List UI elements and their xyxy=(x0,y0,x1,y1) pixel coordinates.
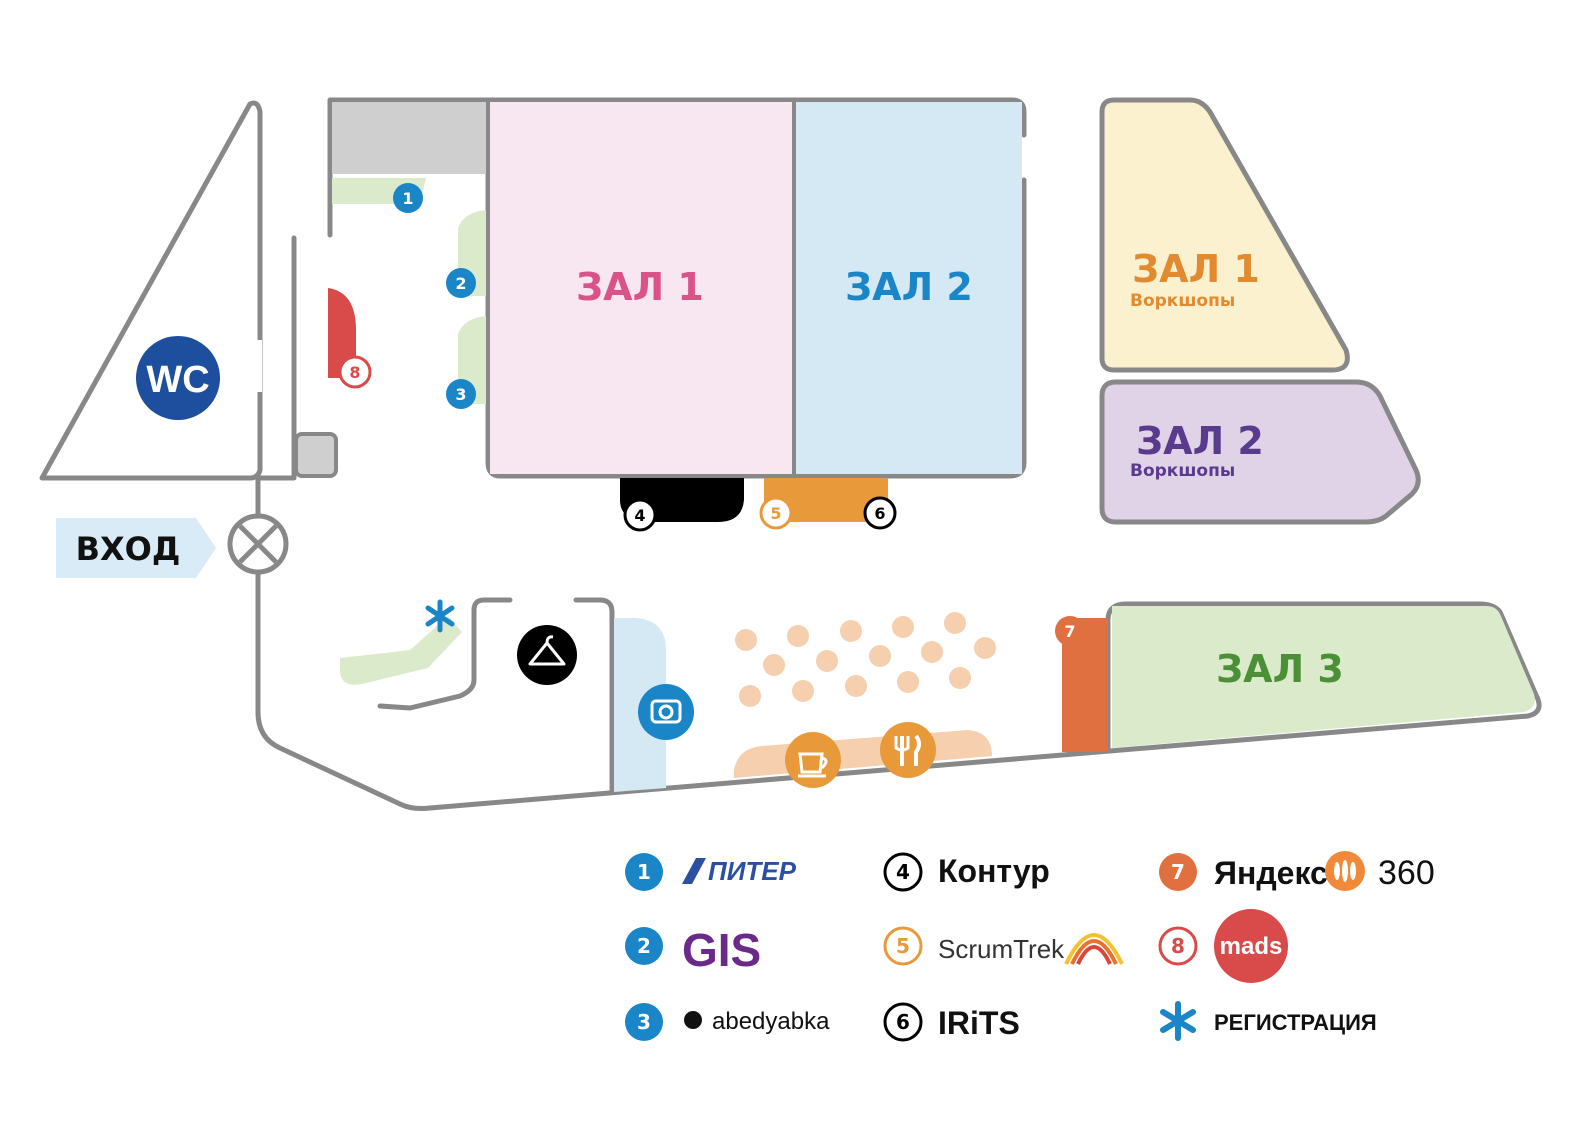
svg-text:4: 4 xyxy=(634,506,645,525)
service-room-small xyxy=(294,432,338,478)
mads-logo-icon xyxy=(1214,909,1288,983)
wardrobe-hanger-icon xyxy=(517,625,577,685)
legend-name-3: abedyabka xyxy=(712,1008,830,1035)
svg-text:1: 1 xyxy=(402,189,413,208)
legend-name-registration: РЕГИСТРАЦИЯ xyxy=(1214,1010,1377,1035)
legend-item-2: 2 GIS xyxy=(625,924,761,976)
legend-name-6: IRiTS xyxy=(938,1005,1020,1041)
svg-text:3: 3 xyxy=(455,385,466,404)
svg-text:1: 1 xyxy=(637,860,651,884)
legend-item-6: 6 IRiTS xyxy=(883,1002,1020,1042)
scrumtrek-rainbow-icon xyxy=(1064,933,1124,965)
legend-item-8: 8 mads xyxy=(1158,909,1288,983)
hall1-area xyxy=(490,102,792,474)
legend-name-2: GIS xyxy=(682,924,761,976)
legend-item-3: 3 abedyabka xyxy=(625,1003,830,1041)
svg-text:6: 6 xyxy=(896,1010,910,1034)
food-fork-knife-icon xyxy=(880,722,936,778)
legend-name-1: ПИТЕР xyxy=(708,856,797,886)
legend-name-4: Контур xyxy=(938,853,1050,889)
hall3-area xyxy=(1112,606,1535,748)
svg-text:8: 8 xyxy=(1171,934,1185,958)
marker-1: 1 xyxy=(393,183,423,213)
seating-area xyxy=(735,612,996,707)
workshop1-sublabel: Воркшопы xyxy=(1130,291,1235,311)
legend-item-7: 7 Яндекс 360 xyxy=(1159,851,1435,892)
svg-text:4: 4 xyxy=(896,860,910,884)
svg-text:3: 3 xyxy=(637,1010,651,1034)
workshop1-area xyxy=(1099,97,1350,373)
svg-text:7: 7 xyxy=(1171,860,1185,884)
workshop1-label: ЗАЛ 1 xyxy=(1132,247,1260,291)
marker-4: 4 xyxy=(623,498,657,532)
camera-icon xyxy=(638,684,694,740)
registration-desk xyxy=(340,616,462,685)
marker-6: 6 xyxy=(863,496,897,530)
hall2-label: ЗАЛ 2 xyxy=(845,265,973,309)
marker-5: 5 xyxy=(759,496,793,530)
entrance-label: ВХОД xyxy=(76,530,181,568)
legend-suffix-7: 360 xyxy=(1378,854,1435,892)
piter-logo-icon xyxy=(682,858,706,884)
abedyabka-logo-icon xyxy=(684,1011,702,1029)
registration-legend-asterisk-icon xyxy=(1160,1001,1196,1041)
svg-text:5: 5 xyxy=(770,504,781,523)
service-room xyxy=(332,102,486,174)
svg-text:7: 7 xyxy=(1064,622,1075,641)
marker-8: 8 xyxy=(338,355,372,389)
yandex360-logo-icon xyxy=(1325,851,1365,891)
legend: 1 ПИТЕР 2 GIS 3 abedyabka 4 Контур 5 Scr… xyxy=(625,851,1435,1042)
wc-label: WC xyxy=(146,359,209,401)
entrance-door-icon xyxy=(227,513,289,575)
entrance-arrow xyxy=(56,518,216,578)
workshop2-sublabel: Воркшопы xyxy=(1130,461,1235,481)
wc-icon: WC xyxy=(136,336,220,420)
svg-text:2: 2 xyxy=(637,934,651,958)
workshop2-label: ЗАЛ 2 xyxy=(1136,419,1264,463)
hall2-area xyxy=(796,102,1022,474)
legend-name-8: mads xyxy=(1220,933,1283,960)
hall3-label: ЗАЛ 3 xyxy=(1216,647,1344,691)
booth-8 xyxy=(328,288,356,378)
svg-text:6: 6 xyxy=(874,504,885,523)
legend-item-1: 1 ПИТЕР xyxy=(625,853,797,891)
legend-name-7: Яндекс xyxy=(1214,855,1328,891)
hall1-label: ЗАЛ 1 xyxy=(576,265,704,309)
marker-2: 2 xyxy=(446,268,476,298)
legend-item-4: 4 Контур xyxy=(883,852,1050,892)
coffee-icon xyxy=(785,732,841,788)
svg-text:5: 5 xyxy=(896,934,910,958)
legend-item-registration: РЕГИСТРАЦИЯ xyxy=(1160,1001,1377,1041)
registration-asterisk-icon xyxy=(425,599,455,633)
svg-text:2: 2 xyxy=(455,274,466,293)
svg-text:8: 8 xyxy=(349,363,360,382)
marker-3: 3 xyxy=(446,379,476,409)
booth-5-6 xyxy=(764,478,888,522)
legend-name-5: ScrumTrek xyxy=(938,934,1065,964)
marker-7: 7 xyxy=(1055,616,1085,646)
wc-area xyxy=(39,100,263,481)
workshop2-area xyxy=(1099,379,1421,525)
legend-item-5: 5 ScrumTrek xyxy=(883,926,1124,966)
